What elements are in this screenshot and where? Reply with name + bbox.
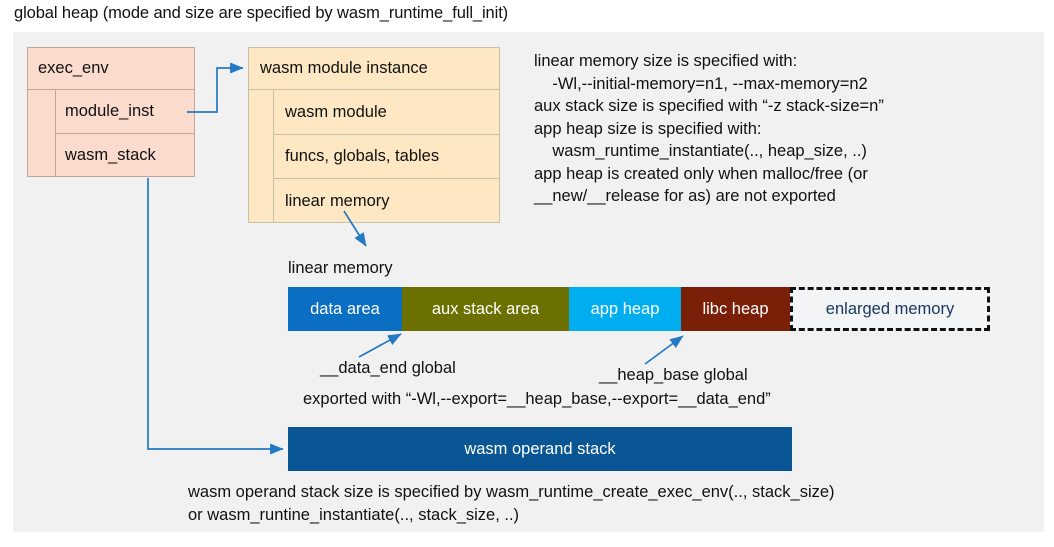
wasm-operand-stack-label: wasm operand stack <box>464 439 616 458</box>
wasm-operand-stack-box: wasm operand stack <box>288 427 792 471</box>
module-instance-field-wasm-module-label: wasm module <box>285 102 387 121</box>
module-instance-field-linear-memory: linear memory <box>274 179 500 223</box>
memory-segment-libc-heap-label: libc heap <box>702 299 769 318</box>
data-end-annotation: __data_end global <box>320 359 456 377</box>
module-instance-box <box>248 47 500 223</box>
module-instance-field-funcs: funcs, globals, tables <box>274 135 500 179</box>
module-instance-field-funcs-label: funcs, globals, tables <box>285 147 440 165</box>
memory-config-notes-line-5: app heap is created only when malloc/fre… <box>534 164 868 183</box>
exec-env-gutter <box>55 90 56 177</box>
memory-segment-aux-stack-area-label: aux stack area <box>431 299 540 318</box>
exec-env-field-wasm-stack: wasm_stack <box>56 134 195 177</box>
exec-env-header-label: exec_env <box>38 58 109 77</box>
exec-env-header: exec_env <box>27 47 195 90</box>
memory-config-notes: linear memory size is specified with: -W… <box>534 50 1034 208</box>
module-instance-header: wasm module instance <box>248 47 500 90</box>
memory-config-notes-line-0: linear memory size is specified with: <box>534 52 798 70</box>
memory-segment-libc-heap: libc heap <box>681 287 790 331</box>
exec-env-field-wasm-stack-label: wasm_stack <box>65 146 156 164</box>
memory-config-notes-line-3: app heap size is specified with: <box>534 119 762 138</box>
memory-segment-enlarged-memory: enlarged memory <box>790 287 990 331</box>
memory-segment-app-heap-label: app heap <box>590 299 660 318</box>
module-instance-header-label: wasm module instance <box>260 58 428 77</box>
heap-base-annotation: __heap_base global <box>599 366 748 384</box>
exported-with-annotation: exported with “-Wl,--export=__heap_base,… <box>303 390 771 408</box>
memory-segment-aux-stack-area: aux stack area <box>402 287 569 331</box>
memory-segment-data-area: data area <box>288 287 402 331</box>
module-instance-gutter <box>273 90 274 223</box>
memory-segment-app-heap: app heap <box>569 287 681 331</box>
page-title: global heap (mode and size are specified… <box>14 4 509 22</box>
memory-config-notes-line-2: aux stack size is specified with “-z sta… <box>534 97 884 115</box>
memory-segment-data-area-label: data area <box>310 299 380 318</box>
memory-config-notes-line-4: wasm_runtime_instantiate(.., heap_size, … <box>534 142 867 160</box>
linear-memory-caption: linear memory <box>288 259 393 277</box>
operand-stack-notes-line-1: or wasm_runtine_instantiate(.., stack_si… <box>188 505 520 524</box>
exec-env-field-module-inst: module_inst <box>56 90 195 134</box>
operand-stack-notes: wasm operand stack size is specified by … <box>188 481 1038 526</box>
operand-stack-notes-line-0: wasm operand stack size is specified by … <box>188 483 835 501</box>
exec-env-field-module-inst-label: module_inst <box>65 102 154 120</box>
memory-config-notes-line-1: -Wl,--initial-memory=n1, --max-memory=n2 <box>534 74 868 93</box>
memory-segment-enlarged-memory-label: enlarged memory <box>825 299 955 318</box>
module-instance-field-wasm-module: wasm module <box>274 90 500 135</box>
module-instance-field-linear-memory-label: linear memory <box>285 191 390 210</box>
memory-config-notes-line-6: __new/__release for as) are not exported <box>534 187 836 205</box>
